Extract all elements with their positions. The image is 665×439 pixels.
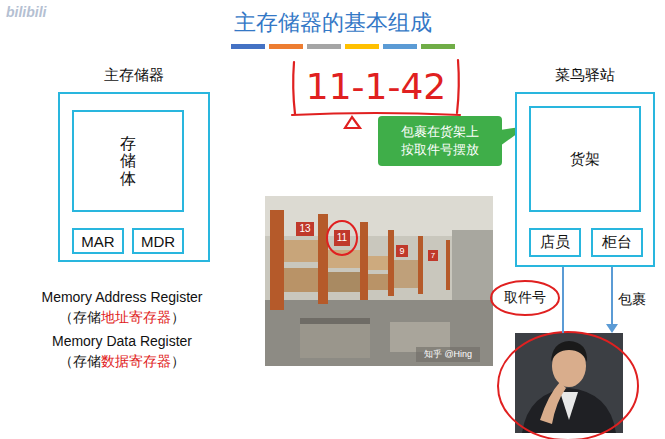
storage-body: 存储体	[72, 110, 184, 212]
aisle-number: 11	[334, 230, 350, 246]
box-label: 货架	[570, 150, 600, 169]
watermark: 知乎 @Hing	[416, 348, 480, 361]
counter-box: 柜台	[591, 228, 643, 257]
aisle-number: 7	[428, 250, 438, 261]
flow-label: 包裹	[618, 291, 658, 309]
box-heading: 主存储器	[60, 66, 208, 85]
aisle-number: 13	[296, 222, 314, 236]
callout-text: 包裹在货架上 按取件号摆放	[394, 123, 486, 158]
station-box: 菜鸟驿站货架店员柜台	[515, 92, 655, 267]
warehouse-photo	[265, 196, 493, 366]
aisle-number: 9	[396, 245, 408, 257]
box-label: 店员	[540, 233, 570, 252]
register-line: （存储数据寄存器）	[22, 353, 222, 371]
box-label: MAR	[81, 233, 114, 250]
register-note: （存储	[59, 353, 101, 369]
box-label: 柜台	[602, 233, 632, 252]
register-note: （存储	[59, 309, 101, 325]
flow-label: 取件号	[495, 289, 555, 307]
page-title: 主存储器的基本组成	[0, 8, 665, 38]
register-name: Memory Data Register	[22, 333, 222, 349]
register-note: ）	[171, 353, 185, 369]
box-label: 存储体	[120, 135, 136, 188]
title-bar	[231, 44, 455, 49]
register-box: MDR	[132, 228, 184, 254]
callout-note: 包裹在货架上 按取件号摆放	[378, 116, 502, 166]
person-photo	[515, 333, 623, 433]
clerk-box: 店员	[529, 228, 581, 257]
register-line: （存储地址寄存器）	[22, 309, 222, 327]
highlight-text: 数据寄存器	[101, 353, 171, 369]
box-heading: 菜鸟驿站	[517, 66, 653, 85]
box-label: MDR	[141, 233, 175, 250]
pickup-code: 11-1-42	[296, 66, 456, 107]
memory-box: 主存储器存储体MARMDR	[58, 92, 210, 262]
register-note: ）	[171, 309, 185, 325]
shelf-box: 货架	[529, 106, 641, 212]
red-circle	[491, 281, 559, 315]
red-circle	[498, 332, 638, 439]
register-box: MAR	[72, 228, 124, 254]
watermark: bilibili	[6, 4, 86, 20]
highlight-text: 地址寄存器	[101, 309, 171, 325]
register-name: Memory Address Register	[22, 289, 222, 305]
